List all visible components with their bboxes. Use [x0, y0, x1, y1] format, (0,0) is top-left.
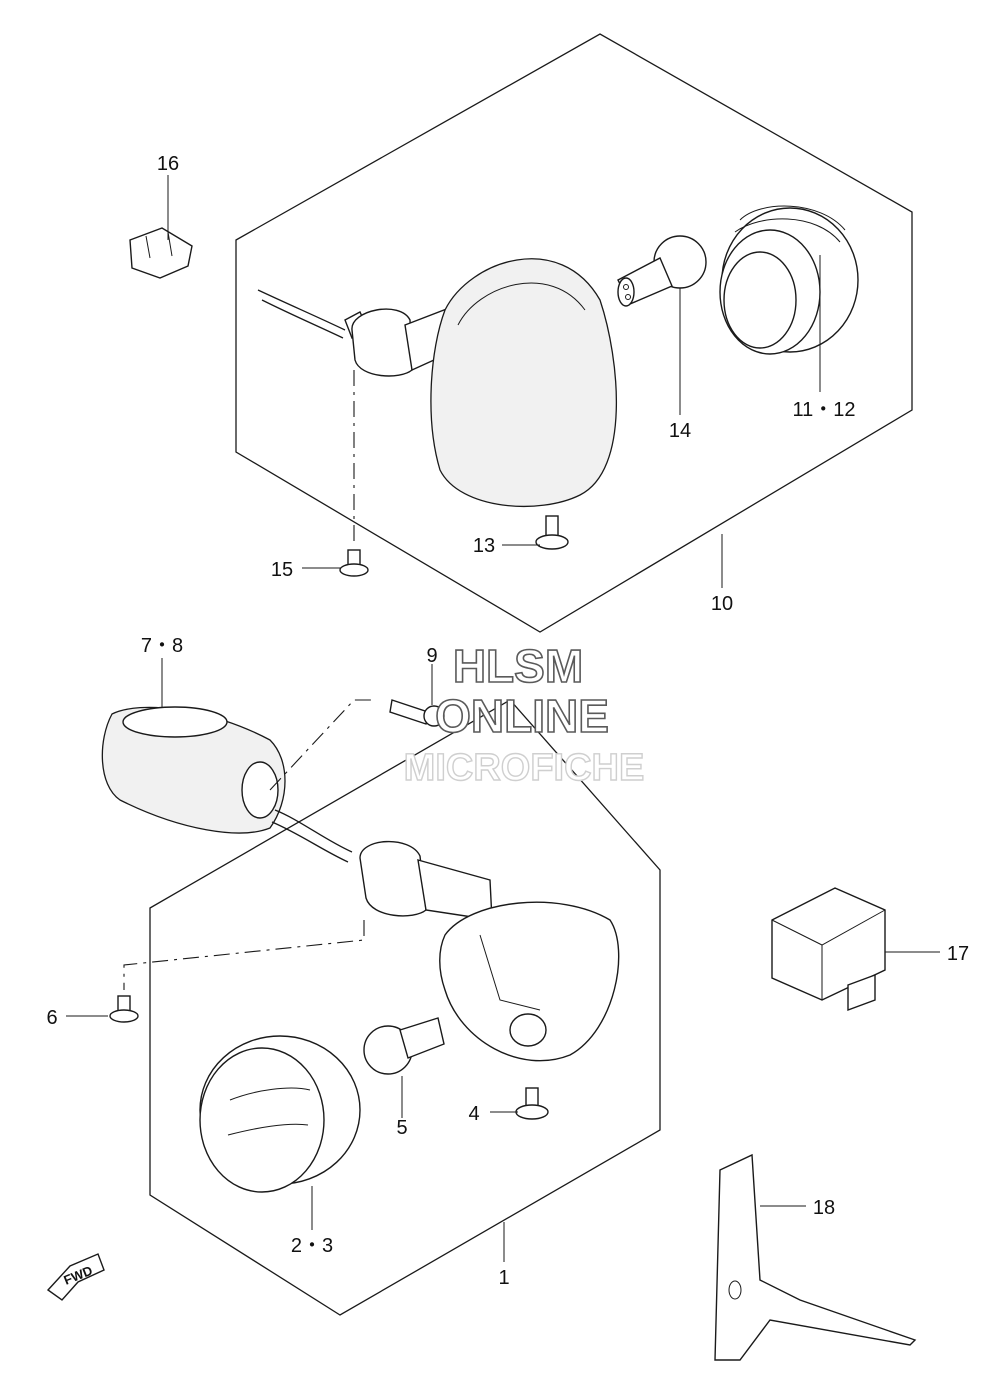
- fwd-text: FWD: [62, 1263, 95, 1288]
- label-18: 18: [813, 1197, 835, 1219]
- fwd-arrow-icon: FWD: [46, 1253, 105, 1301]
- assembly-box-10: [235, 33, 913, 633]
- screw-13: [535, 515, 569, 550]
- lens-11-12: [719, 205, 859, 355]
- watermark-line-1: HLSM: [453, 640, 583, 692]
- label-1: 1: [498, 1267, 509, 1289]
- label-9: 9: [426, 645, 437, 667]
- screw-15: [339, 549, 369, 577]
- label-10: 10: [711, 593, 733, 615]
- clip-16: [129, 227, 193, 279]
- bulb-14: [617, 235, 707, 307]
- bulb-5: [363, 1017, 445, 1075]
- label-15: 15: [271, 559, 293, 581]
- assembly-box-1: [149, 699, 661, 1316]
- label-13: 13: [473, 535, 495, 557]
- lower-signal-housing: [271, 809, 620, 1062]
- screw-4: [515, 1087, 549, 1120]
- lens-2-3: [199, 1035, 361, 1193]
- bracket-7-8: [101, 699, 372, 834]
- upper-signal-housing: [257, 258, 617, 508]
- leader-lines: [66, 175, 940, 1262]
- label-4: 4: [468, 1103, 479, 1125]
- label-5: 5: [396, 1117, 407, 1139]
- bracket-18: [714, 1153, 917, 1361]
- label-16: 16: [157, 153, 179, 175]
- label-2-3: 2・3: [291, 1235, 333, 1257]
- watermark: HLSM ONLINE MICROFICHE: [403, 639, 645, 790]
- relay-17: [771, 887, 886, 1012]
- label-17: 17: [947, 943, 969, 965]
- label-7-8: 7・8: [141, 635, 183, 657]
- dash-line-6: [123, 920, 365, 990]
- screw-6: [109, 995, 139, 1023]
- watermark-line-2: ONLINE: [435, 690, 609, 742]
- bolt-9: [389, 699, 445, 727]
- label-6: 6: [46, 1007, 57, 1029]
- watermark-line-3: MICROFICHE: [404, 747, 645, 789]
- label-11-12: 11・12: [792, 399, 855, 421]
- label-14: 14: [669, 420, 691, 442]
